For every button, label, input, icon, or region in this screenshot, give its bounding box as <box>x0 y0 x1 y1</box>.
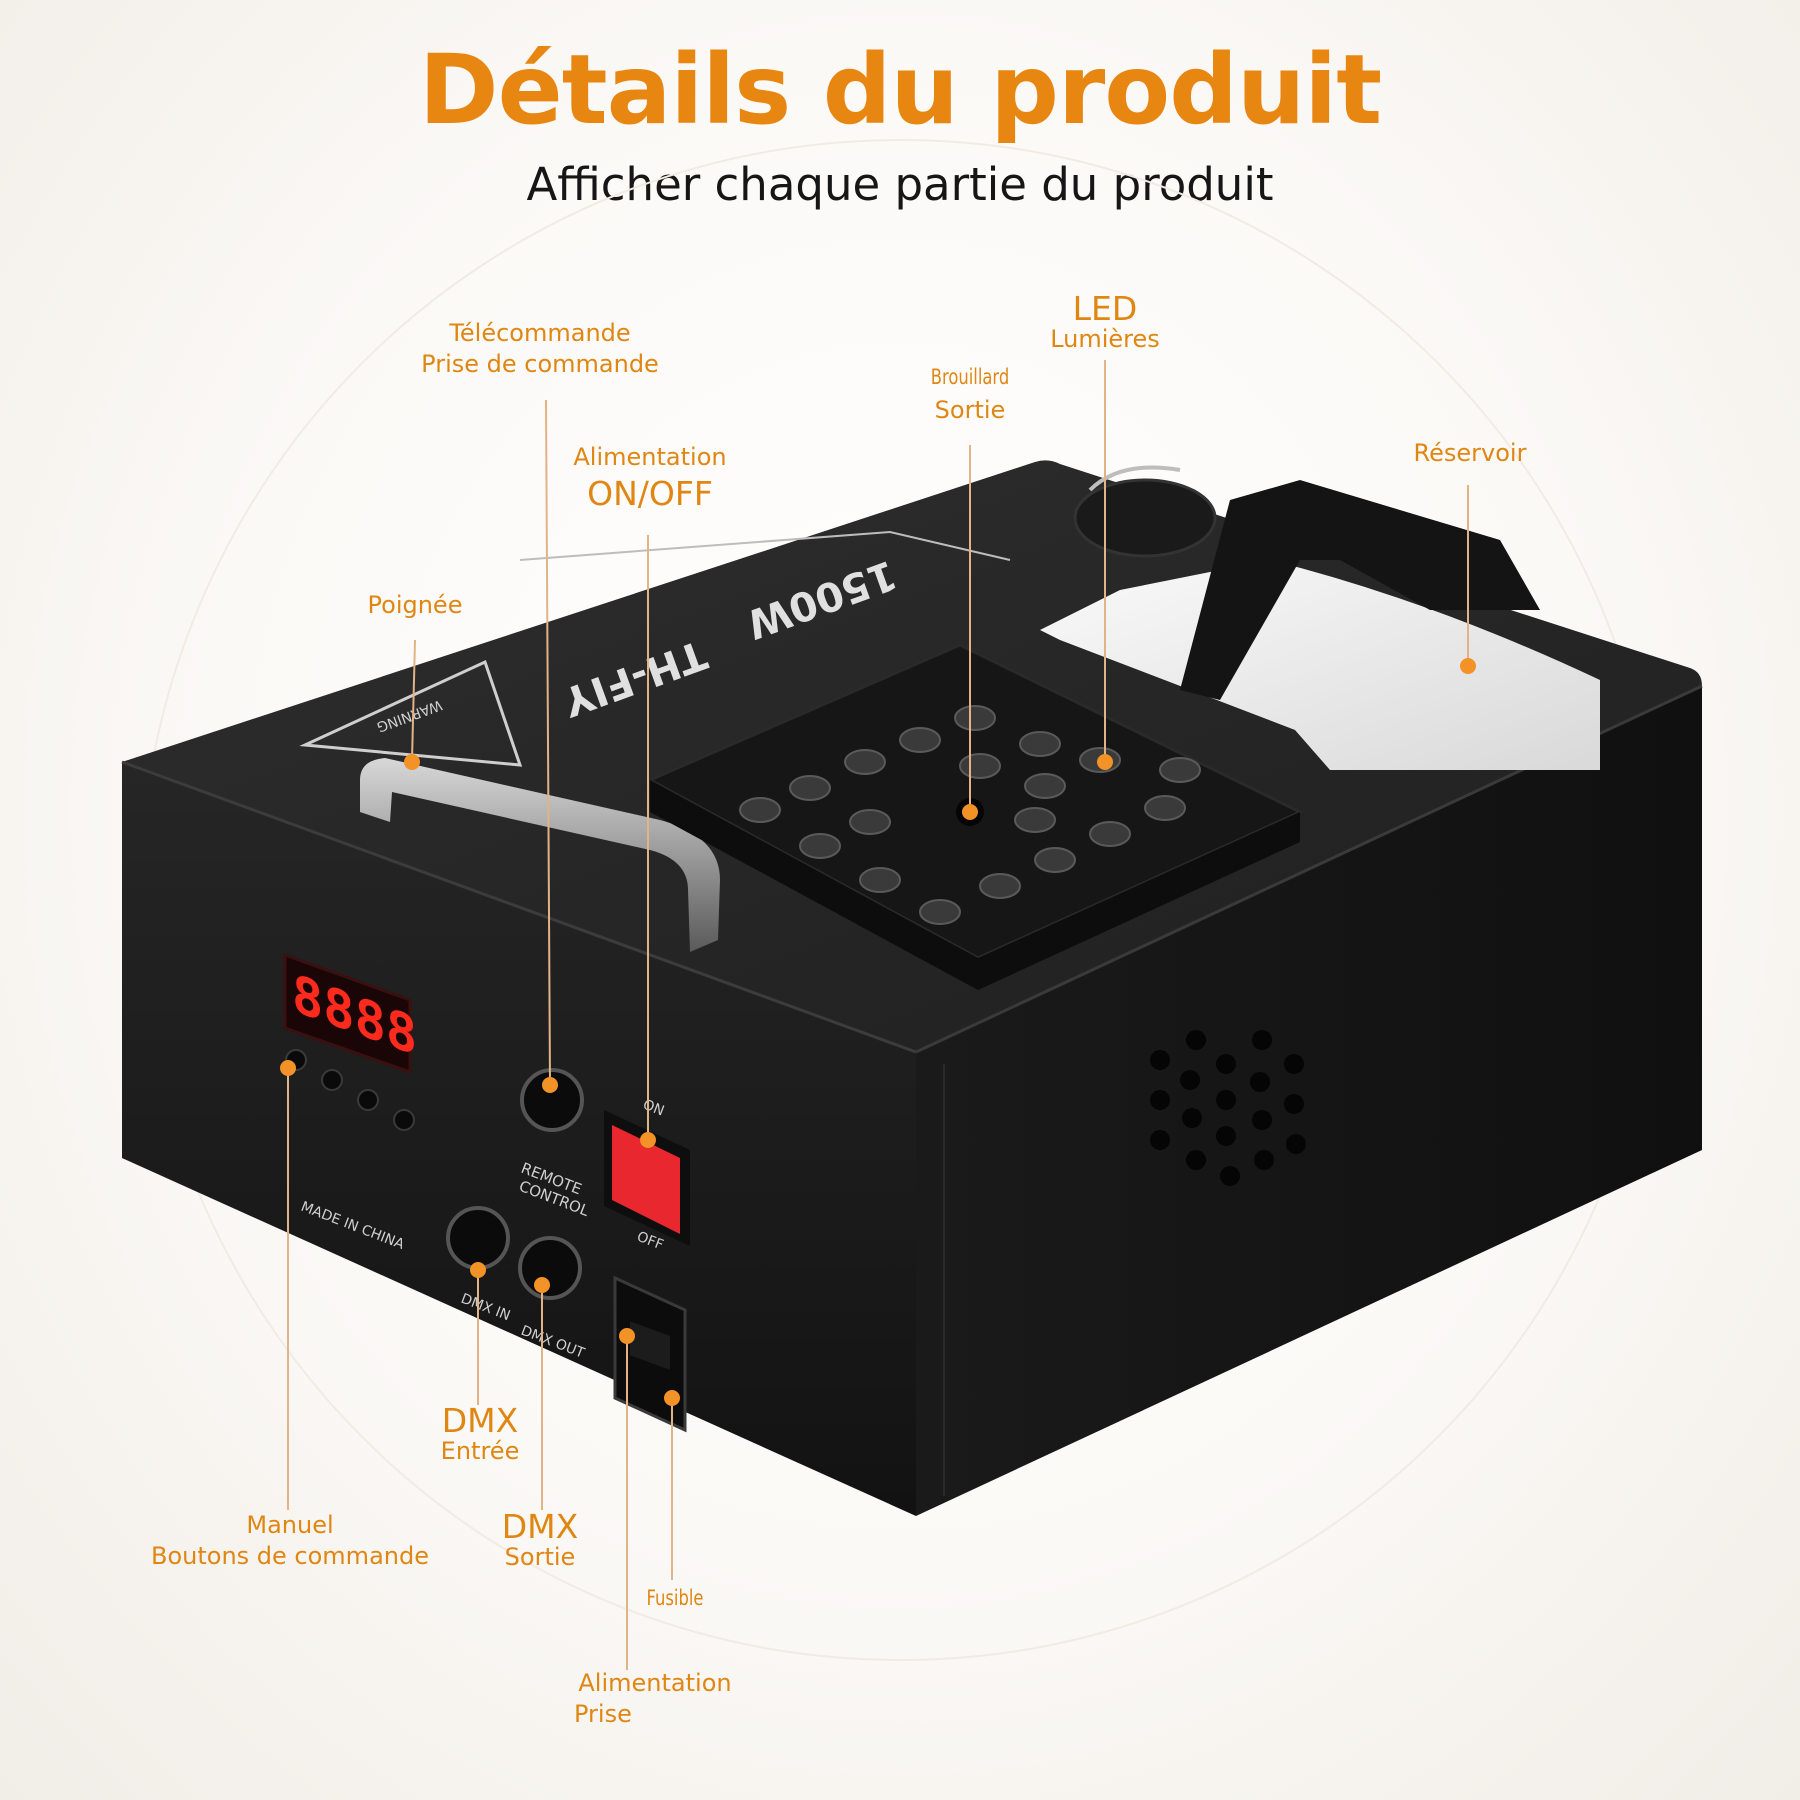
side-panel <box>916 686 1702 1516</box>
callout-dmx-in: DMX Entrée <box>410 1401 550 1465</box>
callout-power-switch-line2: ON/OFF <box>587 474 713 514</box>
callout-dmx-in-line2: Entrée <box>440 1436 520 1465</box>
callout-dmx-in-line1: DMX <box>441 1401 519 1440</box>
callout-handle-line1: Poignée <box>367 591 463 619</box>
callout-manual: Manuel Boutons de commande <box>130 1510 450 1572</box>
callout-tank: Réservoir <box>1380 438 1560 469</box>
callout-remote-line1: Télécommande <box>449 319 631 347</box>
callout-fog-line2: Sortie <box>934 396 1006 425</box>
callout-fuse: Fusible <box>620 1585 730 1612</box>
callout-fog: Brouillard Sortie <box>900 364 1040 426</box>
callout-dmx-out: DMX Sortie <box>470 1507 610 1571</box>
callout-power-switch-line1: Alimentation <box>573 443 727 471</box>
callout-led: LED Lumières <box>1020 289 1190 353</box>
dmx-out-connector <box>518 1236 582 1300</box>
leader-lines <box>287 360 1469 1670</box>
page-title: Détails du produit <box>418 34 1382 146</box>
front-panel <box>122 762 916 1516</box>
tank-cap <box>1073 478 1217 558</box>
callout-fog-line1: Brouillard <box>930 365 1010 389</box>
tank-bracket <box>1180 480 1540 700</box>
callout-dmx-out-line2: Sortie <box>504 1542 576 1571</box>
callout-led-line2: Lumières <box>1050 324 1160 353</box>
callout-led-line1: LED <box>1072 289 1138 328</box>
page-subtitle: Afficher chaque partie du produit <box>526 158 1274 211</box>
callout-power-socket-line2: Prise <box>574 1700 632 1729</box>
callout-power-socket-line1: Alimentation <box>578 1669 732 1697</box>
callout-power-socket: Alimentation Prise <box>560 1668 750 1730</box>
led-display <box>283 952 412 1075</box>
carry-handle <box>360 758 720 952</box>
fan-grill <box>1150 1030 1306 1186</box>
control-buttons <box>285 1049 415 1131</box>
fluid-tank <box>1040 560 1600 770</box>
callout-tank-line1: Réservoir <box>1413 439 1527 467</box>
callout-remote: Télécommande Prise de commande <box>400 318 680 380</box>
callout-remote-line2: Prise de commande <box>421 350 659 379</box>
led-array <box>739 705 1201 925</box>
dmx-in-connector <box>446 1206 510 1270</box>
callout-power-switch: Alimentation ON/OFF <box>540 442 760 516</box>
remote-xlr <box>520 1068 584 1132</box>
callout-manual-line2: Boutons de commande <box>151 1542 429 1571</box>
callout-dots <box>280 658 1476 1406</box>
callout-fuse-line1: Fusible <box>646 1586 704 1610</box>
callout-dmx-out-line1: DMX <box>501 1507 579 1546</box>
callout-manual-line1: Manuel <box>246 1511 334 1539</box>
callout-handle: Poignée <box>345 590 485 621</box>
